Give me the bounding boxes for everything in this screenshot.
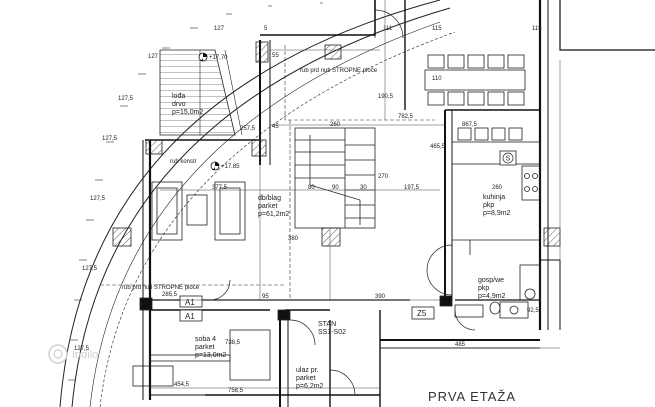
bedroom-furniture xyxy=(132,329,271,387)
dimension-lines xyxy=(150,0,561,389)
floor-title: PRVA ETAŽA xyxy=(428,389,516,404)
room-label-stan: STAN SS1-S02 xyxy=(318,321,346,336)
level-top: +17,70 xyxy=(209,55,228,61)
svg-text:90: 90 xyxy=(332,185,339,191)
svg-text:p=4,9m2: p=4,9m2 xyxy=(478,293,506,300)
svg-text:parket: parket xyxy=(195,344,215,351)
doors xyxy=(209,9,476,396)
room-label-dnevni: db/blag parket p=61,2m2 xyxy=(258,195,289,218)
ceiling-note-top: rub prd nuti STROPNE ploče xyxy=(300,68,378,74)
staircase xyxy=(294,127,376,229)
svg-text:127,5: 127,5 xyxy=(82,266,98,272)
svg-text:390: 390 xyxy=(375,294,386,300)
room-label-soba: soba 4 parket p=13,0m2 xyxy=(195,336,226,359)
svg-text:pkp: pkp xyxy=(478,285,489,292)
svg-text:ulaz pr.: ulaz pr. xyxy=(296,367,319,374)
svg-text:110: 110 xyxy=(432,76,442,82)
svg-text:parket: parket xyxy=(296,375,316,382)
watermark-text: Indilo xyxy=(72,349,98,361)
room-label-lodja: lođa drvo p=15,0m2 xyxy=(172,93,203,116)
bar-stools xyxy=(457,127,523,141)
svg-text:lođa: lođa xyxy=(172,93,185,100)
svg-text:454,5: 454,5 xyxy=(174,382,190,388)
svg-text:285,5: 285,5 xyxy=(162,292,178,298)
svg-text:5: 5 xyxy=(264,26,268,32)
svg-text:kuhinja: kuhinja xyxy=(483,194,505,201)
svg-text:758,5: 758,5 xyxy=(228,388,244,394)
svg-text:485: 485 xyxy=(455,342,466,348)
room-label-ulaz: ulaz pr. parket p=6,2m2 xyxy=(296,367,324,390)
svg-text:738,5: 738,5 xyxy=(225,340,241,346)
ceiling-note-mid: rub prd nuti STROPNE ploče xyxy=(122,285,200,291)
svg-text:115: 115 xyxy=(532,26,542,32)
svg-text:260: 260 xyxy=(330,122,341,128)
svg-text:30: 30 xyxy=(360,185,367,191)
tag-z5: Z5 xyxy=(417,309,427,318)
svg-text:127,5: 127,5 xyxy=(118,96,134,102)
svg-text:soba 4: soba 4 xyxy=(195,336,216,343)
sink-icon xyxy=(499,150,517,166)
svg-text:parket: parket xyxy=(258,203,278,210)
svg-text:drvo: drvo xyxy=(172,101,186,108)
svg-text:55: 55 xyxy=(272,53,279,59)
svg-text:465,5: 465,5 xyxy=(430,144,446,150)
svg-text:270: 270 xyxy=(378,174,389,180)
curved-facade xyxy=(59,0,456,407)
svg-text:260: 260 xyxy=(492,185,503,191)
svg-text:867,5: 867,5 xyxy=(462,122,478,128)
loggia-deck xyxy=(159,49,243,136)
ceiling-note-small: rub konstr xyxy=(170,159,197,165)
svg-text:p=13,0m2: p=13,0m2 xyxy=(195,352,226,359)
kitchen-counter xyxy=(451,141,541,255)
tag-boxes xyxy=(179,295,435,322)
svg-text:gosp/we: gosp/we xyxy=(478,277,504,284)
svg-text:197,5: 197,5 xyxy=(404,185,420,191)
svg-text:45: 45 xyxy=(272,124,279,130)
svg-text:782,5: 782,5 xyxy=(398,114,414,120)
svg-text:STAN: STAN xyxy=(318,321,336,328)
svg-text:377,5: 377,5 xyxy=(212,185,228,191)
tag-a1-upper: A1 xyxy=(185,298,195,307)
room-label-gospodarski: gosp/we pkp p=4,9m2 xyxy=(478,277,506,300)
svg-text:pkp: pkp xyxy=(483,202,494,209)
svg-text:p=15,0m2: p=15,0m2 xyxy=(172,109,203,116)
dining-table xyxy=(424,54,526,106)
level-mid: +17,85 xyxy=(221,164,240,170)
svg-text:127,5: 127,5 xyxy=(90,196,106,202)
tag-a1-lower: A1 xyxy=(185,312,195,321)
svg-text:db/blag: db/blag xyxy=(258,195,281,202)
room-label-kuhinja: kuhinja pkp p=8,9m2 xyxy=(483,194,511,217)
watermark-logo xyxy=(48,344,68,364)
svg-text:95: 95 xyxy=(262,294,269,300)
columns xyxy=(112,41,561,321)
svg-text:127: 127 xyxy=(214,26,225,32)
svg-text:80: 80 xyxy=(308,185,315,191)
svg-text:380: 380 xyxy=(288,236,299,242)
svg-text:111: 111 xyxy=(383,26,393,32)
svg-text:92,5: 92,5 xyxy=(527,308,539,314)
svg-text:190,5: 190,5 xyxy=(378,94,394,100)
sink-label: S xyxy=(506,156,511,163)
svg-text:p=6,2m2: p=6,2m2 xyxy=(296,383,324,390)
sofa-set xyxy=(151,181,246,241)
svg-text:p=61,2m2: p=61,2m2 xyxy=(258,211,289,218)
svg-text:127: 127 xyxy=(148,54,159,60)
svg-text:p=8,9m2: p=8,9m2 xyxy=(483,210,511,217)
svg-text:115: 115 xyxy=(432,26,442,32)
level-marker-icons xyxy=(198,52,220,171)
svg-text:SS1-S02: SS1-S02 xyxy=(318,329,346,336)
facade-ticks xyxy=(68,2,323,381)
dimension-values: 5 55 111 115 115 190,5 45 260 782,5 867,… xyxy=(74,26,542,394)
svg-text:127,5: 127,5 xyxy=(102,136,118,142)
svg-text:257,5: 257,5 xyxy=(240,126,256,132)
svg-text:127,5: 127,5 xyxy=(74,346,90,352)
